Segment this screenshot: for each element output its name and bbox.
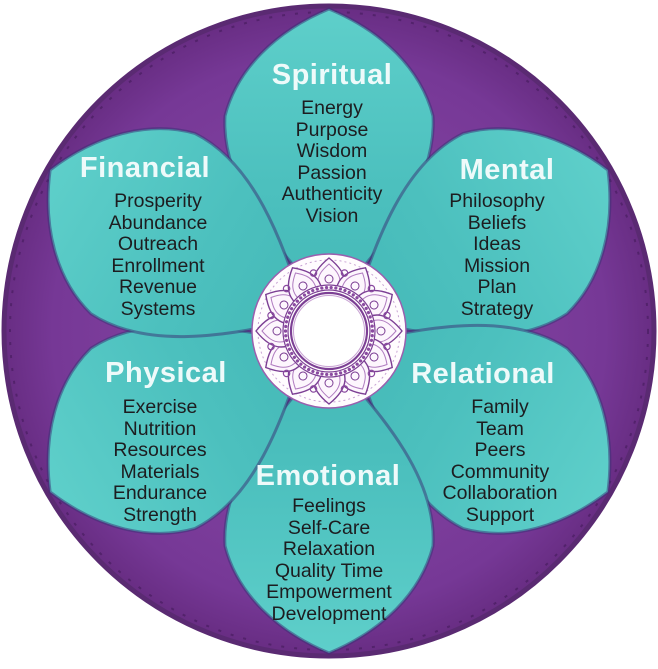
petal-title-relational: Relational xyxy=(411,358,555,390)
petal-title-spiritual: Spiritual xyxy=(271,59,393,91)
petal-item: Abundance xyxy=(108,211,208,234)
petal-items-financial: Prosperity Abundance Outreach Enrollment… xyxy=(108,190,208,320)
petal-items-relational: Family Team Peers Community Collaboratio… xyxy=(442,396,558,526)
petal-item: Self-Care xyxy=(287,516,371,539)
petal-item: Resources xyxy=(113,439,207,461)
petal-item: Beliefs xyxy=(467,211,527,234)
petal-title-mental: Mental xyxy=(459,154,555,186)
petal-item: Development xyxy=(271,602,387,625)
petal-item: Strength xyxy=(123,503,197,526)
petal-item: Community xyxy=(450,460,550,483)
petal-item: Purpose xyxy=(295,118,369,141)
petal-item: Wisdom xyxy=(296,140,368,162)
petal-item: Quality Time xyxy=(274,559,384,582)
petal-title-physical: Physical xyxy=(105,357,227,389)
mandala-icon xyxy=(251,253,407,409)
petal-item: Mission xyxy=(463,254,531,277)
petal-item: Materials xyxy=(120,460,200,483)
petal-item: Systems xyxy=(120,297,196,320)
petal-item: Empowerment xyxy=(266,581,392,603)
petal-title-emotional: Emotional xyxy=(255,460,401,492)
petal-items-emotional: Feelings Self-Care Relaxation Quality Ti… xyxy=(266,495,392,625)
petal-items-spiritual: Energy Purpose Wisdom Passion Authentici… xyxy=(281,97,383,227)
petal-item: Plan xyxy=(477,276,517,298)
petal-item: Enrollment xyxy=(111,254,205,277)
petal-item: Collaboration xyxy=(442,482,558,504)
petal-items-mental: Philosophy Beliefs Ideas Mission Plan St… xyxy=(449,190,545,320)
petal-item: Nutrition xyxy=(123,417,197,440)
petal-item: Vision xyxy=(305,204,359,227)
petal-item: Relaxation xyxy=(282,538,376,560)
petal-item: Support xyxy=(465,503,535,526)
petal-items-physical: Exercise Nutrition Resources Materials E… xyxy=(112,396,208,526)
petal-title-financial: Financial xyxy=(79,152,211,184)
stitch-ring xyxy=(9,11,649,651)
petal-item: Energy xyxy=(301,97,363,119)
petal-item: Feelings xyxy=(292,495,366,517)
petal-item: Prosperity xyxy=(114,190,202,212)
petal-item: Exercise xyxy=(122,396,198,418)
petal-item: Philosophy xyxy=(449,190,545,212)
petal-item: Endurance xyxy=(112,482,208,504)
petal-item: Outreach xyxy=(117,233,199,255)
petal-item: Peers xyxy=(474,439,526,461)
petal-item: Revenue xyxy=(118,276,198,298)
petal-item: Authenticity xyxy=(281,183,383,205)
petal-item: Family xyxy=(471,396,529,418)
petal-item: Passion xyxy=(297,161,367,184)
petal-item: Strategy xyxy=(460,297,534,320)
petal-item: Ideas xyxy=(473,233,521,255)
petal-item: Team xyxy=(476,417,524,440)
